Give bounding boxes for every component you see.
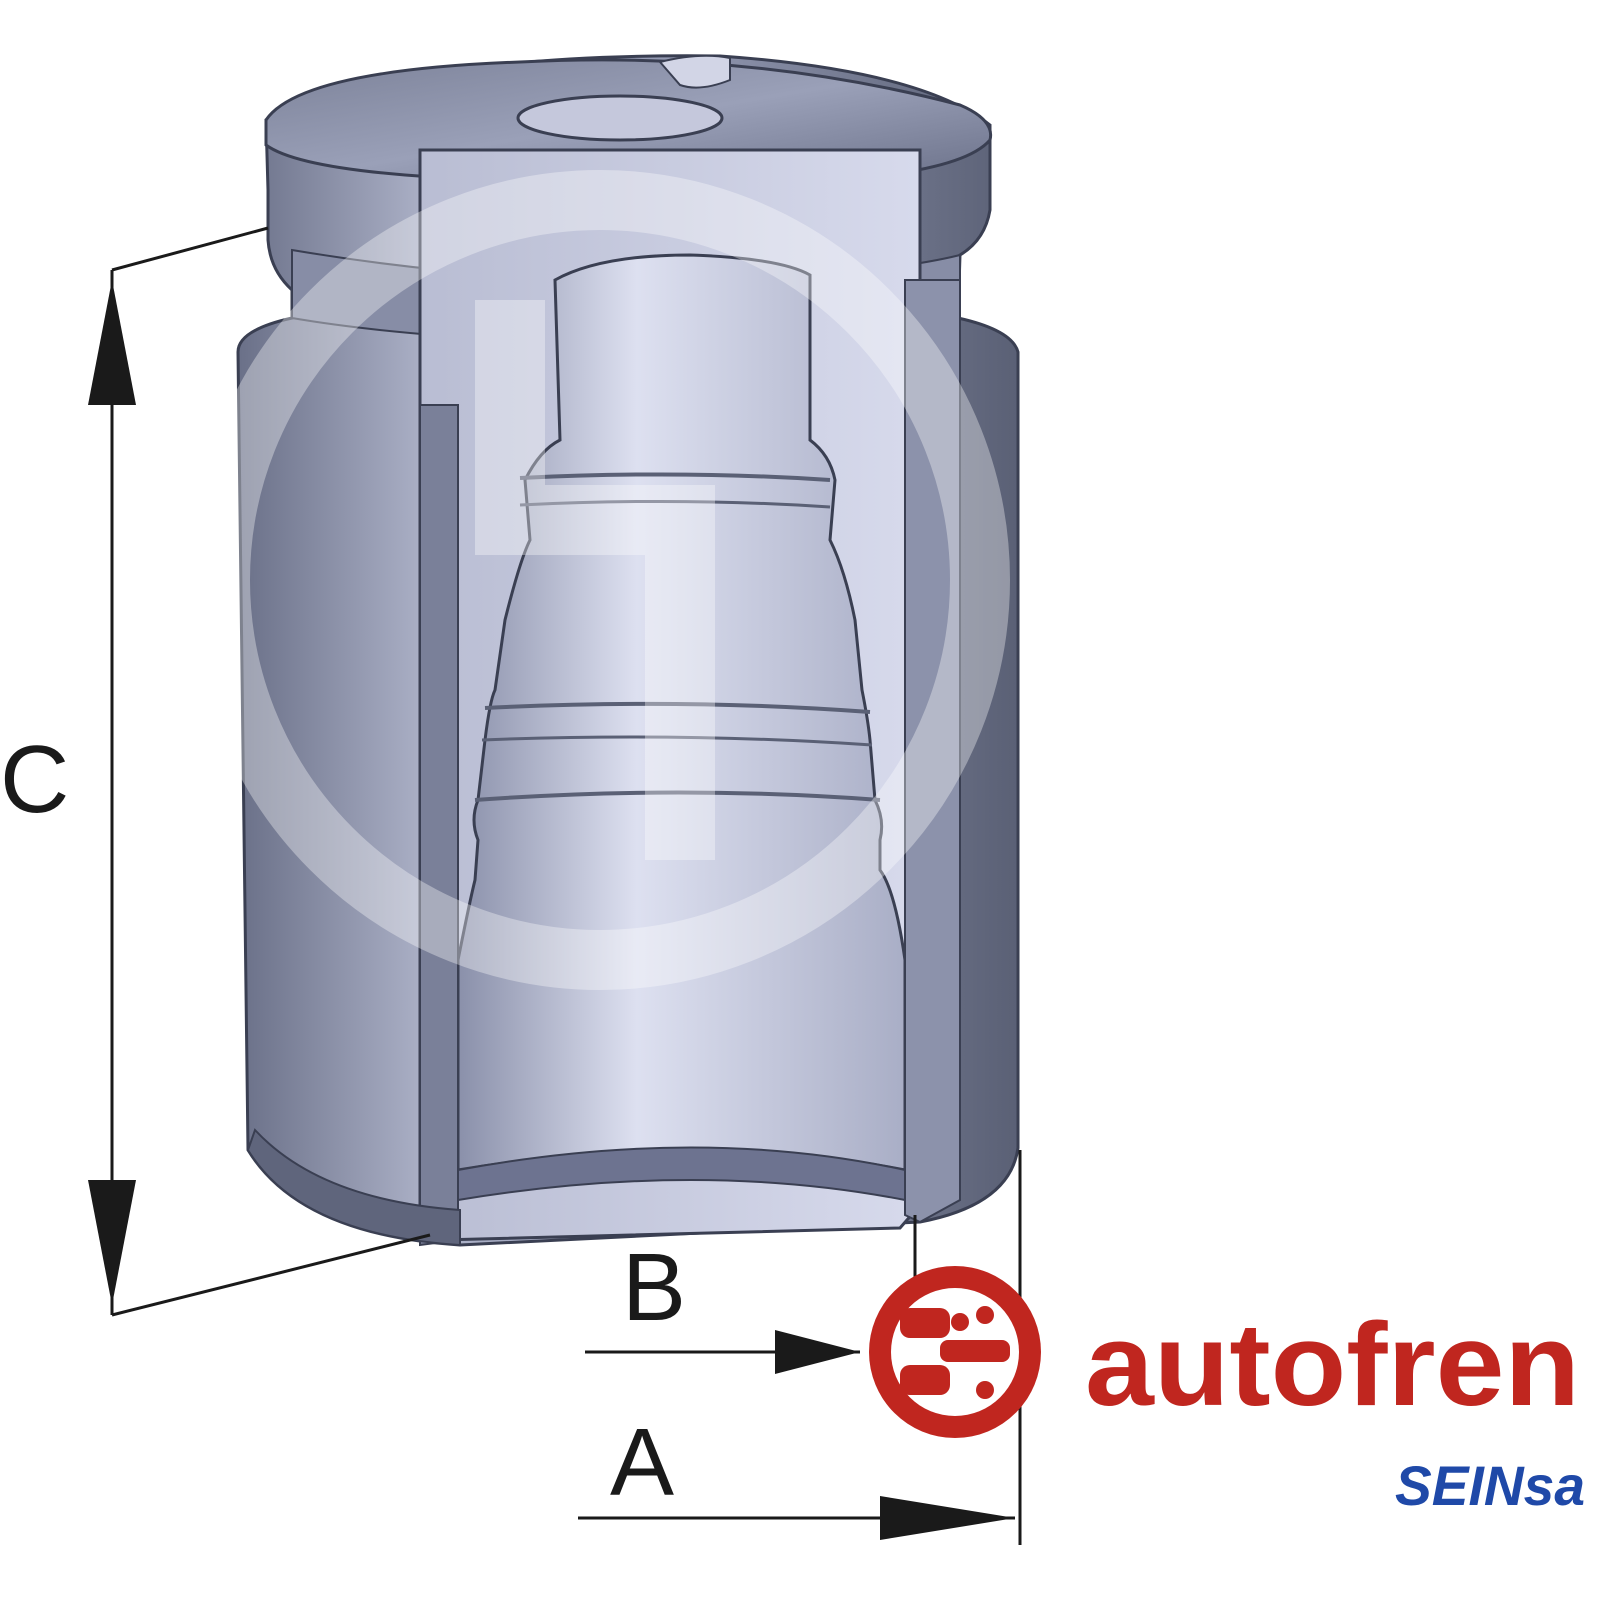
inner-groove-1 [519, 472, 831, 482]
inner-groove-2 [519, 499, 831, 509]
dimension-c-arrow-bottom [88, 1180, 136, 1305]
watermark-logo [190, 170, 1010, 990]
brand-name: autofren [1085, 1299, 1580, 1431]
dimension-c-ext-bottom [111, 1233, 431, 1317]
piston-top-hole [516, 94, 724, 142]
dimension-b-arrow [775, 1330, 860, 1374]
brand-emblem-mark [900, 1306, 1010, 1399]
piston-bottom-rim [246, 1128, 461, 1247]
piston-bottom-opening [457, 1146, 906, 1202]
dimension-c-label: C [0, 726, 69, 833]
inner-groove-4 [481, 735, 873, 747]
dimension-a-label: A [610, 1409, 674, 1516]
inner-groove-3 [484, 701, 871, 714]
brand-sub: SEINsa [1395, 1454, 1585, 1517]
dimension-b-label: B [622, 1234, 686, 1341]
dimension-c-arrow-top [88, 280, 136, 405]
dimension-b: B [585, 1215, 917, 1400]
piston-body [236, 54, 1020, 1247]
dimension-a: A [578, 1150, 1022, 1545]
dimension-a-arrow [880, 1496, 1015, 1540]
inner-groove-5 [474, 790, 881, 802]
piston-right-wall [904, 279, 961, 1224]
dimension-c: C [0, 226, 431, 1317]
piston-left-wall [419, 404, 459, 1247]
piston-top-notch [658, 54, 731, 89]
dimension-c-ext-top [111, 226, 269, 272]
brand-logo: autofren SEINsa [869, 1266, 1585, 1517]
